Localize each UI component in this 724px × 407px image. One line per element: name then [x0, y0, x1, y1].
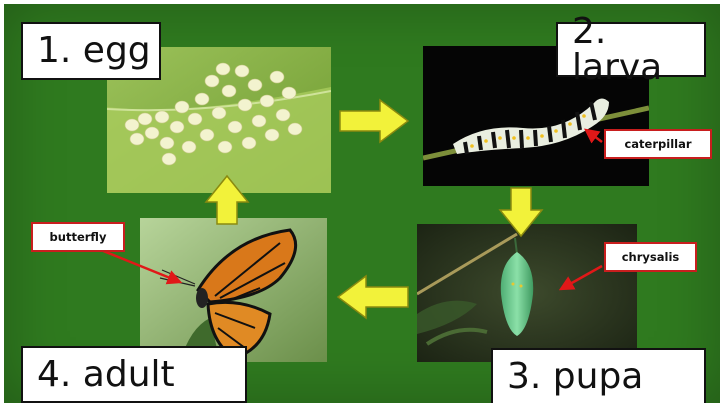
- stage-label-egg-text: 1. egg: [37, 33, 151, 69]
- arrow-up-icon: [204, 174, 250, 226]
- stage-label-larva: 2. larva: [556, 22, 706, 77]
- butterfly-callout-text: butterfly: [50, 230, 107, 244]
- stage-label-pupa-text: 3. pupa: [507, 359, 643, 395]
- arrow-left-icon: [336, 274, 410, 320]
- caterpillar-callout: caterpillar: [604, 129, 712, 159]
- arrow-right-icon: [338, 98, 410, 144]
- stage-label-larva-text: 2. larva: [572, 14, 704, 86]
- stage-label-adult: 4. adult: [21, 346, 247, 403]
- stage-label-pupa: 3. pupa: [491, 348, 706, 403]
- lifecycle-slide: 1. egg 2. larva 3. pupa 4. adult caterpi…: [4, 4, 720, 403]
- chrysalis-callout: chrysalis: [604, 242, 697, 272]
- butterfly-callout: butterfly: [31, 222, 125, 252]
- adult-photo: [140, 218, 327, 362]
- stage-label-adult-text: 4. adult: [37, 357, 175, 393]
- stage-label-egg: 1. egg: [21, 22, 161, 80]
- arrow-down-icon: [498, 186, 544, 238]
- caterpillar-callout-text: caterpillar: [624, 137, 691, 151]
- chrysalis-callout-text: chrysalis: [622, 250, 680, 264]
